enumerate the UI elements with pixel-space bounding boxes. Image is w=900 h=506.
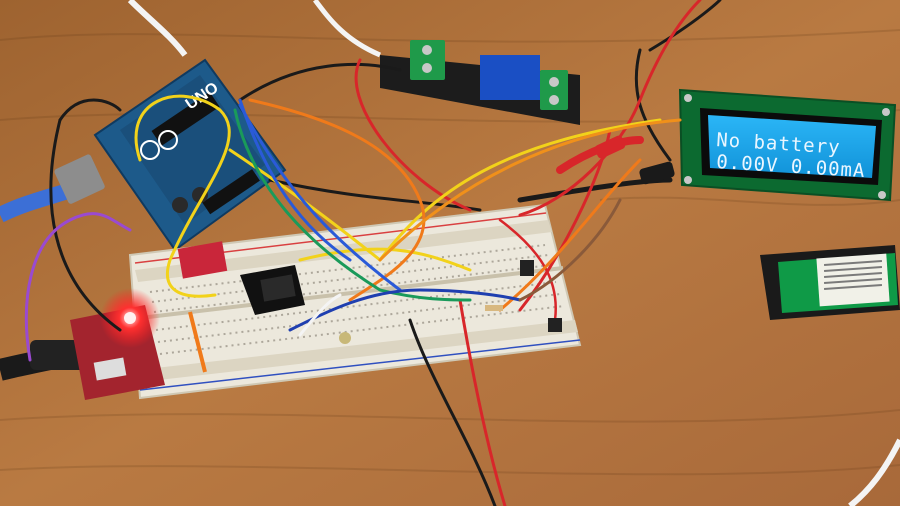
arduino-board: UNO (93, 58, 287, 252)
white-wire (313, 0, 381, 58)
orange-jumper (188, 311, 207, 373)
lcd-screen (708, 115, 876, 178)
relay-module (380, 40, 580, 125)
resistor (485, 305, 503, 311)
battery (760, 245, 900, 320)
screw-terminal-right (540, 70, 568, 110)
black-clip (639, 161, 675, 185)
relay-block (480, 55, 540, 100)
lcd-module: No battery 0.00V 0.00mA (678, 88, 897, 202)
transistor (520, 260, 534, 276)
red-clip (594, 135, 626, 159)
voltage-regulator (240, 265, 305, 315)
wood-grain (0, 29, 900, 476)
led-core (124, 312, 136, 324)
white-cable (848, 438, 900, 506)
connector-pin (548, 318, 562, 332)
breadboard-components (339, 260, 562, 344)
arduino-logo-icon (140, 130, 178, 160)
screw-terminal-left (410, 40, 445, 80)
capacitor (339, 332, 351, 344)
battery-label-lines (824, 259, 882, 291)
usb-cable (127, 0, 188, 57)
sensor-module (177, 241, 228, 279)
usb-connector (54, 154, 105, 204)
